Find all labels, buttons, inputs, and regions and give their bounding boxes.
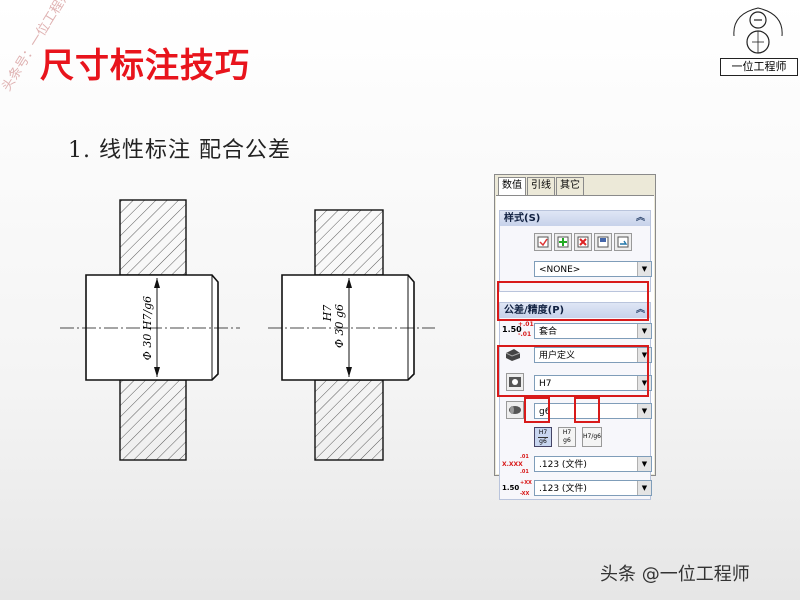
- tol-up-label: +.01: [518, 321, 534, 328]
- slide-title: 尺寸标注技巧: [40, 46, 250, 86]
- primary-precision-select[interactable]: .123 (文件) ▼: [534, 456, 652, 472]
- tolerance-precision-up-label: +XX: [520, 480, 532, 486]
- delete-style-icon[interactable]: [574, 233, 592, 251]
- shaft-fit-icon: [506, 401, 524, 419]
- precision-up-label: .01: [520, 454, 529, 460]
- shaft-fit-value: g6: [539, 407, 551, 417]
- tab-other[interactable]: 其它: [556, 177, 584, 195]
- chevron-down-icon[interactable]: ▼: [637, 404, 651, 418]
- classification-value: 用户定义: [539, 351, 576, 361]
- left-dimension-text: Φ 30 H7/g6: [141, 296, 154, 360]
- tol-down-label: -.01: [518, 331, 532, 338]
- add-style-icon[interactable]: [554, 233, 572, 251]
- stacked-fit-no-line-button[interactable]: H7 g6: [558, 427, 576, 447]
- collapse-chevron-icon[interactable]: ︽: [635, 305, 645, 315]
- right-part: [268, 209, 435, 461]
- tolerance-type-select[interactable]: 套合 ▼: [534, 323, 652, 339]
- stacked-fit-button[interactable]: H7 g6: [534, 427, 552, 447]
- inline-fit-label: H7/g6: [583, 433, 601, 440]
- tolerance-precision-down-label: -XX: [520, 491, 530, 497]
- stacked2-top-label: H7: [562, 429, 572, 436]
- stacked2-bottom-label: g6: [563, 437, 571, 444]
- tolerance-type-icon: 1.50: [502, 325, 522, 334]
- hole-fit-icon: [506, 373, 524, 391]
- stacked-top-label: H7: [538, 429, 548, 436]
- style-group: 样式(S) ︽ <NONE> ▼: [499, 210, 652, 292]
- classification-icon: [504, 345, 522, 363]
- chevron-down-icon[interactable]: ▼: [637, 481, 651, 495]
- highlight-stacked-button: [524, 397, 550, 423]
- style-combo-value: <NONE>: [539, 265, 581, 275]
- apply-style-icon[interactable]: [534, 233, 552, 251]
- tolerance-precision-label: 1.50: [502, 484, 520, 492]
- tolerance-precision-value: .123 (文件): [539, 484, 587, 494]
- precision-down-label: .01: [520, 469, 529, 475]
- right-dimension-upper: H7: [321, 305, 334, 323]
- logo-text: 一位工程师: [720, 58, 798, 76]
- slide-subtitle: 1. 线性标注 配合公差: [68, 138, 291, 163]
- highlight-inline-button: [574, 397, 600, 423]
- classification-select[interactable]: 用户定义 ▼: [534, 347, 652, 363]
- chevron-down-icon[interactable]: ▼: [637, 457, 651, 471]
- tolerance-group-title: 公差/精度(P): [504, 305, 565, 316]
- tolerance-group-header[interactable]: 公差/精度(P) ︽: [500, 303, 650, 318]
- style-group-title: 样式(S): [504, 213, 541, 224]
- style-group-header[interactable]: 样式(S) ︽: [500, 211, 650, 226]
- save-style-icon[interactable]: [594, 233, 612, 251]
- tolerance-type-value: 套合: [539, 327, 558, 337]
- hole-fit-select[interactable]: H7 ▼: [534, 375, 652, 391]
- primary-precision-value: .123 (文件): [539, 460, 587, 470]
- panel-tabs: 数值 引线 其它: [495, 177, 585, 197]
- hole-fit-value: H7: [539, 379, 552, 389]
- footer-credit: 头条 @一位工程师: [600, 564, 750, 585]
- tolerance-precision-select[interactable]: .123 (文件) ▼: [534, 480, 652, 496]
- dimension-property-panel: 数值 引线 其它 样式(S) ︽: [494, 174, 656, 500]
- highlight-tolerance-type: [497, 281, 649, 321]
- fit-drawing: Φ 30 H7/g6 H7 Φ 30 g6: [60, 199, 435, 461]
- stacked-bottom-label: g6: [539, 438, 547, 445]
- right-dimension-lower: Φ 30 g6: [333, 304, 346, 348]
- tab-leader[interactable]: 引线: [527, 177, 555, 195]
- style-combo[interactable]: <NONE> ▼: [534, 261, 652, 277]
- logo-mark: [733, 7, 783, 54]
- shaft-fit-select[interactable]: g6 ▼: [534, 403, 652, 419]
- tab-body: 样式(S) ︽ <NONE> ▼: [496, 195, 654, 500]
- left-part: [60, 199, 240, 461]
- chevron-down-icon[interactable]: ▼: [637, 324, 651, 338]
- tab-value[interactable]: 数值: [498, 177, 526, 197]
- inline-fit-button[interactable]: H7/g6: [582, 427, 602, 447]
- chevron-down-icon[interactable]: ▼: [637, 262, 651, 276]
- precision-label: X.XXX: [502, 461, 523, 468]
- load-style-icon[interactable]: [614, 233, 632, 251]
- collapse-chevron-icon[interactable]: ︽: [635, 213, 645, 223]
- highlight-fit-selection: [497, 345, 649, 397]
